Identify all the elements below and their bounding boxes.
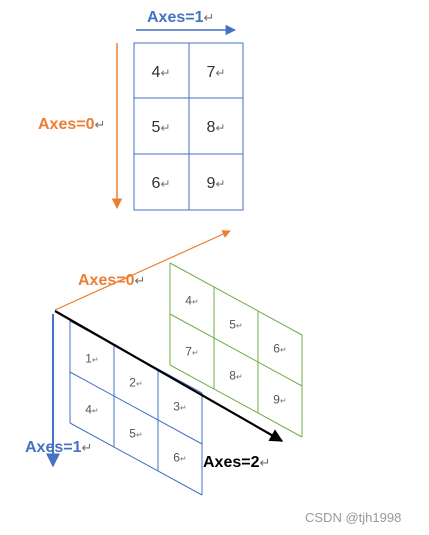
grid-line bbox=[169, 262, 303, 336]
return-mark: ↵ bbox=[136, 380, 143, 389]
cell-value: 5 bbox=[152, 119, 161, 136]
cube-cell: 5↵ bbox=[229, 318, 242, 332]
return-mark: ↵ bbox=[92, 407, 99, 416]
front-layer-cells: 1↵2↵3↵4↵5↵6↵ bbox=[85, 352, 186, 465]
cell-value: 4 bbox=[185, 294, 192, 308]
cell-value: 6 bbox=[152, 175, 161, 192]
return-mark: ↵ bbox=[260, 455, 271, 470]
top-matrix-cell: 7↵ bbox=[207, 64, 226, 81]
return-mark: ↵ bbox=[95, 117, 106, 132]
return-mark: ↵ bbox=[215, 121, 225, 135]
cell-value: 9 bbox=[273, 393, 280, 407]
watermark: CSDN @tjh1998 bbox=[305, 510, 401, 525]
cube-cell: 6↵ bbox=[173, 451, 186, 465]
grid-line bbox=[69, 422, 203, 496]
cube-cell: 6↵ bbox=[273, 342, 286, 356]
cube-diagram: 4↵5↵6↵7↵8↵9↵ 1↵2↵3↵4↵5↵6↵ Axes=0↵ Axes=1… bbox=[25, 230, 303, 496]
cell-value: 1 bbox=[85, 352, 92, 366]
return-mark: ↵ bbox=[160, 66, 170, 80]
cube-cell: 1↵ bbox=[85, 352, 98, 366]
top-axis0-label: Axes=0↵ bbox=[38, 116, 105, 133]
cube-axis2-label: Axes=2↵ bbox=[203, 454, 270, 471]
cube-axis1-label: Axes=1↵ bbox=[25, 439, 92, 456]
cube-axis2-arrow bbox=[54, 310, 284, 442]
cell-value: 3 bbox=[173, 400, 180, 414]
grid-line bbox=[169, 364, 303, 438]
cell-value: 6 bbox=[273, 342, 280, 356]
cube-cell: 4↵ bbox=[85, 403, 98, 417]
grid-line bbox=[69, 371, 203, 445]
top-matrix-cell: 5↵ bbox=[152, 119, 171, 136]
return-mark: ↵ bbox=[135, 273, 146, 288]
return-mark: ↵ bbox=[236, 373, 243, 382]
top-matrix-cell: 8↵ bbox=[207, 119, 226, 136]
top-matrix-cells: 4↵7↵5↵8↵6↵9↵ bbox=[152, 64, 226, 192]
return-mark: ↵ bbox=[215, 177, 225, 191]
return-mark: ↵ bbox=[204, 10, 215, 25]
cell-value: 7 bbox=[207, 64, 216, 81]
cell-value: 5 bbox=[129, 427, 136, 441]
cell-value: 8 bbox=[229, 369, 236, 383]
cell-value: 8 bbox=[207, 119, 216, 136]
return-mark: ↵ bbox=[136, 431, 143, 440]
grid-line bbox=[169, 313, 303, 387]
return-mark: ↵ bbox=[192, 349, 199, 358]
cell-value: 2 bbox=[129, 376, 136, 390]
cell-value: 4 bbox=[85, 403, 92, 417]
back-layer-cells: 4↵5↵6↵7↵8↵9↵ bbox=[185, 294, 286, 407]
cube-cell: 4↵ bbox=[185, 294, 198, 308]
return-mark: ↵ bbox=[160, 121, 170, 135]
top-axis1-label: Axes=1↵ bbox=[147, 9, 214, 26]
cube-cell: 2↵ bbox=[129, 376, 142, 390]
top-matrix-cell: 6↵ bbox=[152, 175, 171, 192]
cube-axis0-label: Axes=0↵ bbox=[78, 272, 145, 289]
cell-value: 4 bbox=[152, 64, 161, 81]
return-mark: ↵ bbox=[280, 346, 287, 355]
cube-cell: 7↵ bbox=[185, 345, 198, 359]
cell-value: 9 bbox=[207, 175, 216, 192]
return-mark: ↵ bbox=[280, 397, 287, 406]
cube-axis0-arrow bbox=[54, 230, 231, 311]
cell-value: 5 bbox=[229, 318, 236, 332]
cube-cell: 9↵ bbox=[273, 393, 286, 407]
return-mark: ↵ bbox=[180, 455, 187, 464]
top-matrix-grid bbox=[133, 42, 244, 211]
cube-cell: 8↵ bbox=[229, 369, 242, 383]
return-mark: ↵ bbox=[82, 440, 93, 455]
return-mark: ↵ bbox=[236, 322, 243, 331]
return-mark: ↵ bbox=[180, 404, 187, 413]
top-matrix: Axes=1↵ Axes=0↵ 4↵7↵5↵8↵6↵9↵ bbox=[38, 9, 244, 211]
top-matrix-cell: 9↵ bbox=[207, 175, 226, 192]
cell-value: 7 bbox=[185, 345, 192, 359]
return-mark: ↵ bbox=[192, 298, 199, 307]
top-matrix-cell: 4↵ bbox=[152, 64, 171, 81]
cube-cell: 5↵ bbox=[129, 427, 142, 441]
return-mark: ↵ bbox=[215, 66, 225, 80]
cube-cell: 3↵ bbox=[173, 400, 186, 414]
back-layer-grid bbox=[169, 262, 303, 438]
return-mark: ↵ bbox=[160, 177, 170, 191]
cell-value: 6 bbox=[173, 451, 180, 465]
return-mark: ↵ bbox=[92, 356, 99, 365]
